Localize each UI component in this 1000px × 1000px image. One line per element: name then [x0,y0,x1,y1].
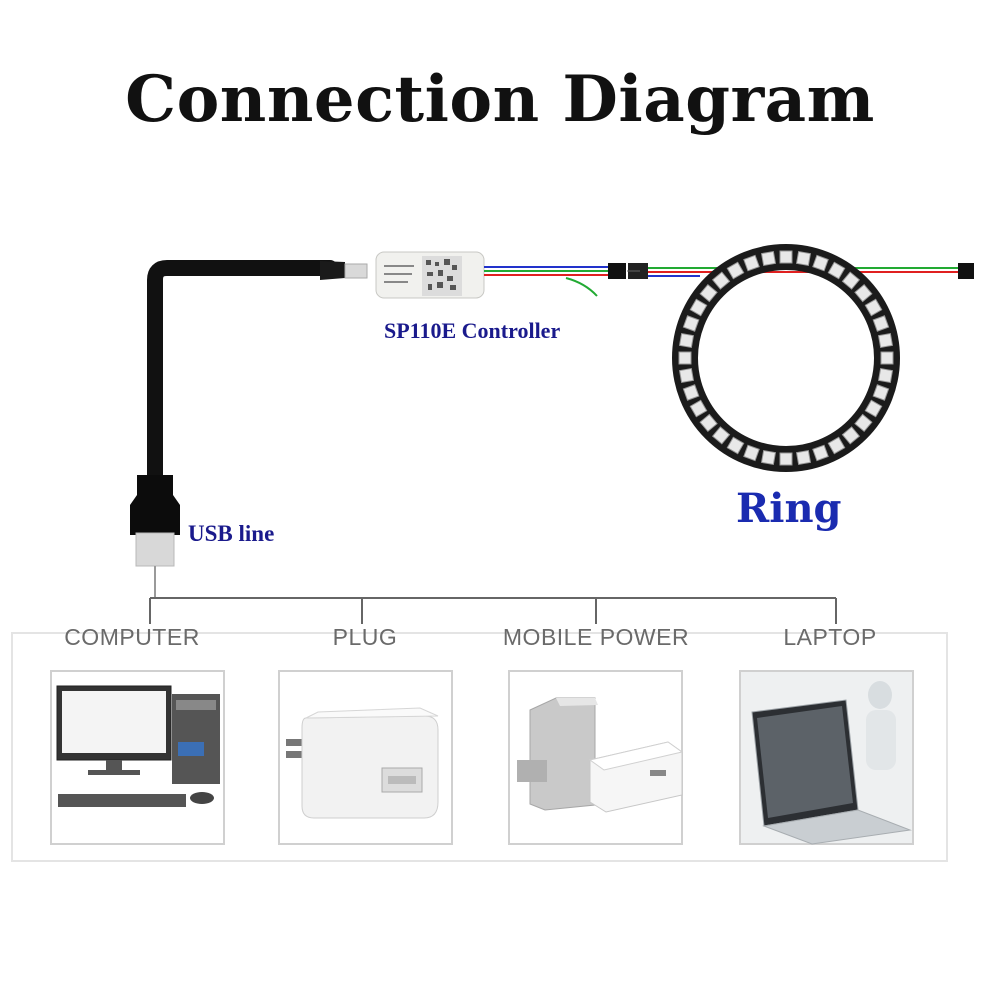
dc-plug-icon [320,261,368,280]
led-pixel [795,250,812,267]
led-pixel [812,254,829,272]
end-connector-icon [958,263,974,279]
led-pixel [711,271,731,290]
led-pixel [854,413,873,433]
source-label-laptop: LAPTOP [783,624,877,650]
jst-connector-icon [608,263,648,279]
led-pixel [779,452,793,466]
source-label-computer: COMPUTER [64,624,200,650]
led-ring-icon [672,244,900,472]
led-pixel [812,444,829,462]
computer-icon [56,685,220,807]
led-pixel [864,399,883,418]
led-pixel [678,351,692,365]
led-pixel [779,250,793,264]
led-pixel [726,436,745,455]
led-pixel [877,367,894,384]
controller-box-icon [375,251,485,299]
led-pixel [841,426,861,445]
led-pixel [854,283,873,303]
led-pixel [872,384,890,401]
usb-line-label: USB line [188,521,275,546]
led-pixel [760,250,777,267]
led-pixel [711,426,731,445]
led-pixel [841,271,861,290]
led-pixel [743,444,760,462]
led-pixel [678,332,695,349]
laptop-icon [741,672,912,845]
plug-icon [286,707,439,819]
led-pixel [678,367,695,384]
source-label-mobile-power: MOBILE POWER [502,624,690,650]
led-pixel [880,351,894,365]
distribution-lines [149,597,837,624]
controller-label: SP110E Controller [384,318,561,343]
ring-label: Ring [736,485,842,532]
usb-cable [147,260,338,513]
source-label-plug: PLUG [332,624,398,650]
led-pixel [877,332,894,349]
led-pixel [864,298,883,317]
led-pixel [872,315,890,332]
led-pixel [699,283,718,303]
usb-connector-icon [130,475,180,598]
led-pixel [689,298,708,317]
led-pixel [827,436,846,455]
led-pixel [743,254,760,272]
power-bank-icon [517,697,684,813]
led-pixel [689,399,708,418]
led-pixel [699,413,718,433]
led-pixel [795,449,812,466]
controller-wires [484,266,610,297]
led-pixel [760,449,777,466]
page-title: Connection Diagram [125,62,875,137]
sources-frame [11,632,948,862]
led-pixel [827,261,846,280]
led-pixel [682,384,700,401]
led-pixel [726,261,745,280]
led-pixel [682,315,700,332]
